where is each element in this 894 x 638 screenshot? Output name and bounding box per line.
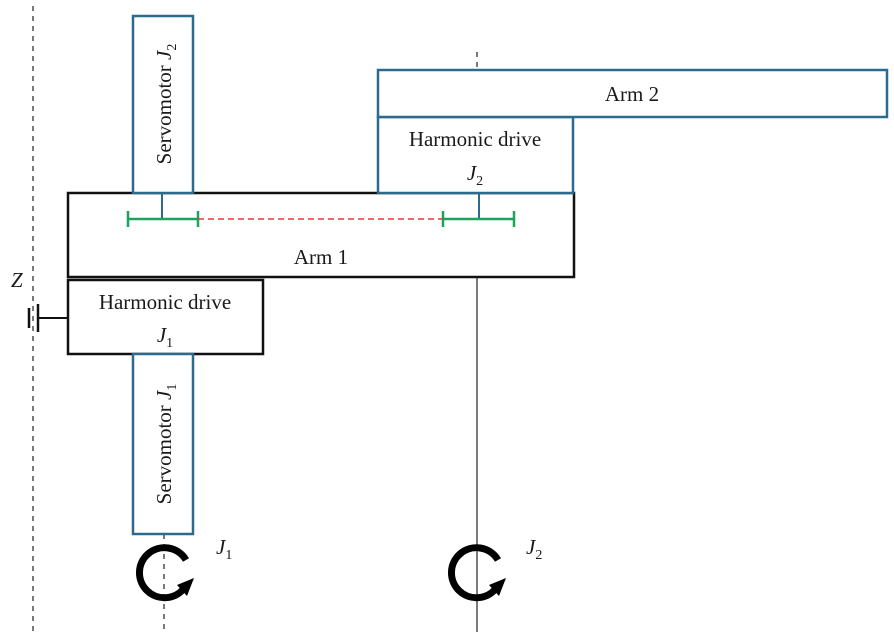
harmonic-drive-j2-label: Harmonic drive bbox=[409, 127, 541, 151]
harmonic-drive-j1 bbox=[66, 278, 265, 356]
servomotor-j1 bbox=[131, 352, 195, 536]
harmonic-drive-j1-symbol: J1 bbox=[157, 323, 173, 351]
servomotor-j2-label: Servomotor J2 bbox=[152, 44, 180, 165]
arm-2-label: Arm 2 bbox=[605, 82, 659, 106]
z-axis-label: Z bbox=[11, 268, 23, 292]
servomotor-j1-label: Servomotor J1 bbox=[152, 384, 180, 505]
harmonic-drive-j2 bbox=[376, 115, 575, 195]
arm-1 bbox=[66, 191, 576, 279]
rotation-j1-arrow-icon bbox=[136, 544, 194, 602]
rotation-j1-label: J1 bbox=[216, 535, 232, 563]
arm-1-label: Arm 1 bbox=[294, 245, 348, 269]
harmonic-drive-j2-symbol: J2 bbox=[467, 161, 483, 189]
arm-2 bbox=[376, 68, 889, 119]
rotation-j2-arrow-icon bbox=[448, 544, 506, 602]
rotation-j2-label: J2 bbox=[526, 535, 542, 563]
harmonic-drive-j1-label: Harmonic drive bbox=[99, 290, 231, 314]
ground-symbol-icon bbox=[27, 304, 68, 332]
servomotor-j2 bbox=[131, 14, 195, 195]
